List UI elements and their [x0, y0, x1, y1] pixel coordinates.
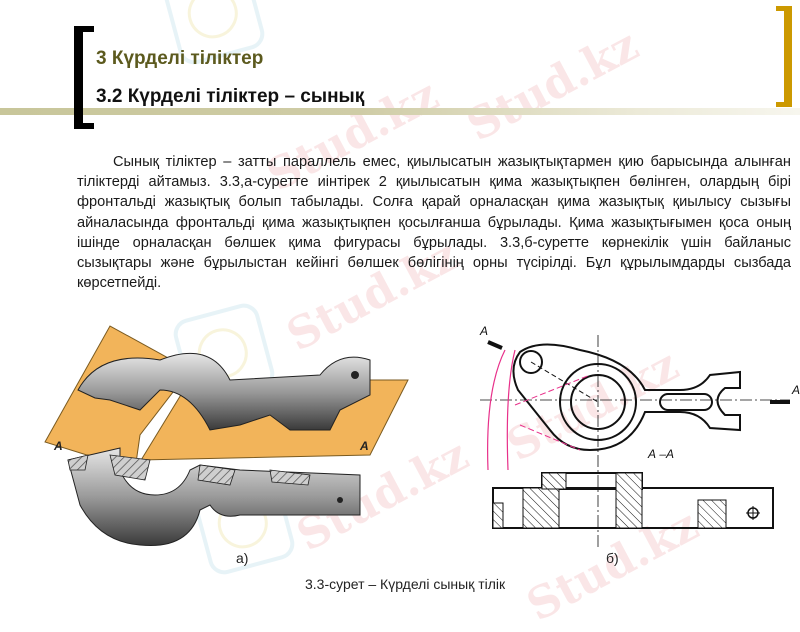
- figure-a-label: а): [236, 550, 249, 566]
- section-label: А –А: [647, 447, 674, 461]
- plane-label-right: A: [359, 439, 369, 453]
- cut-label-right: A: [791, 383, 800, 397]
- subsection-title: 3.2 Күрделі тіліктер – сынық: [96, 86, 365, 107]
- figure-b-label: б): [606, 550, 619, 566]
- left-bracket-decoration: [74, 26, 94, 129]
- plane-label-left: A: [53, 439, 63, 453]
- section-title: 3 Күрделі тіліктер: [96, 48, 264, 69]
- cut-label-top: A: [479, 324, 488, 338]
- right-bracket-decoration: [776, 6, 792, 107]
- figure-b-drawing: A A А –А: [470, 310, 800, 550]
- header-separator-line: [0, 108, 800, 115]
- figure-a-isometric: A A: [40, 320, 420, 550]
- figure-caption: 3.3-сурет – Күрделі сынық тілік: [305, 576, 506, 592]
- body-paragraph: Сынық тіліктер – затты параллель емес, қ…: [77, 154, 791, 292]
- watermark-text: Stud.kz: [458, 19, 647, 152]
